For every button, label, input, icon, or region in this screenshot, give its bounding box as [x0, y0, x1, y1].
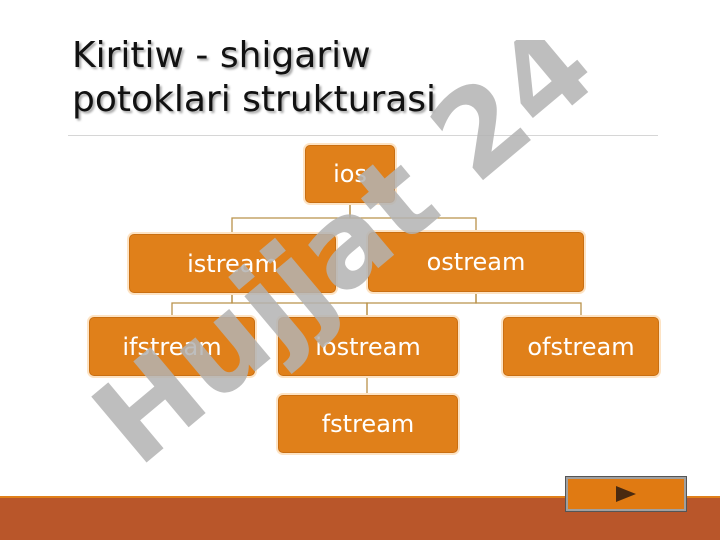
next-slide-button[interactable]: [565, 476, 687, 512]
node-istream: istream: [129, 234, 336, 293]
slide-title: Kiritiw - shigariw potoklari strukturasi: [72, 34, 672, 122]
connector-istream-iostream: [231, 293, 368, 316]
footer-accent-line: [0, 496, 720, 499]
connector-ostream-iostream: [366, 292, 477, 316]
connector-istream-ifstream: [171, 293, 233, 316]
node-ofstream: ofstream: [503, 317, 659, 376]
title-line-1: Kiritiw - shigariw: [72, 35, 371, 76]
node-ifstream: ifstream: [89, 317, 255, 376]
connector-ios-ostream: [349, 203, 477, 232]
title-line-2: potoklari strukturasi: [72, 79, 437, 120]
node-iostream: iostream: [278, 317, 458, 376]
title-divider: [68, 135, 658, 136]
play-triangle-icon: [616, 486, 636, 502]
connector-ostream-ofstream: [475, 292, 582, 316]
node-ostream: ostream: [368, 232, 584, 292]
node-ios: ios: [305, 145, 395, 203]
node-fstream: fstream: [278, 395, 458, 453]
connector-ios-istream: [231, 203, 351, 233]
